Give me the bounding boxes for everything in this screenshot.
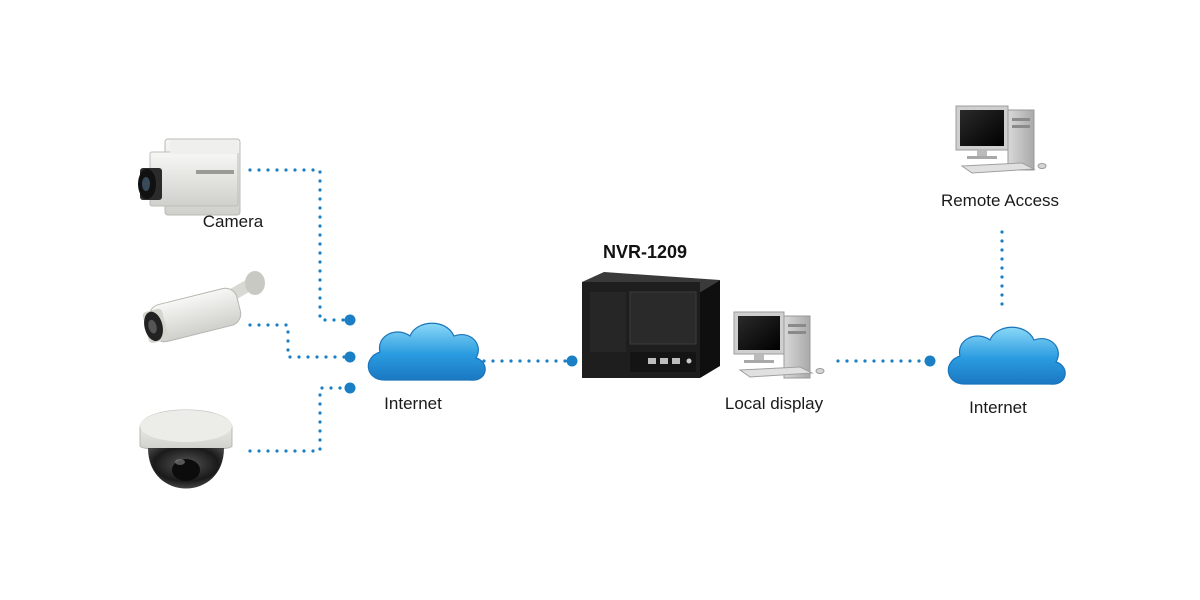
link-bullet-camera-to-internet	[248, 323, 350, 359]
link-endpoint	[344, 314, 356, 326]
camera-label: Camera	[203, 212, 264, 231]
internet-right-label: Internet	[969, 398, 1027, 417]
link-dome-camera-to-internet	[248, 386, 350, 453]
links	[248, 168, 1004, 453]
internet-left-label: Internet	[384, 394, 442, 413]
link-endpoint	[344, 382, 356, 394]
local-display-label: Local display	[725, 394, 824, 413]
bullet-camera-icon	[142, 271, 265, 343]
cloud-icon	[367, 322, 486, 381]
link-endpoint	[566, 355, 578, 367]
box-camera-icon	[138, 138, 241, 216]
local-display-node: Local display	[725, 311, 825, 413]
remote-access-node: Remote Access	[941, 105, 1059, 210]
nvr-node: NVR-1209	[582, 242, 720, 378]
dome-camera-icon	[139, 409, 233, 489]
desktop-computer-icon	[733, 311, 825, 379]
remote-access-label: Remote Access	[941, 191, 1059, 210]
nvr-title: NVR-1209	[603, 242, 687, 262]
cloud-icon	[947, 326, 1066, 385]
nvr-device-icon	[582, 272, 720, 378]
desktop-computer-icon	[955, 105, 1047, 174]
link-box-camera-to-internet	[248, 168, 350, 322]
link-endpoint	[344, 351, 356, 363]
internet-cloud-left: Internet	[367, 322, 486, 413]
link-endpoint	[924, 355, 936, 367]
internet-cloud-right: Internet	[947, 326, 1066, 417]
